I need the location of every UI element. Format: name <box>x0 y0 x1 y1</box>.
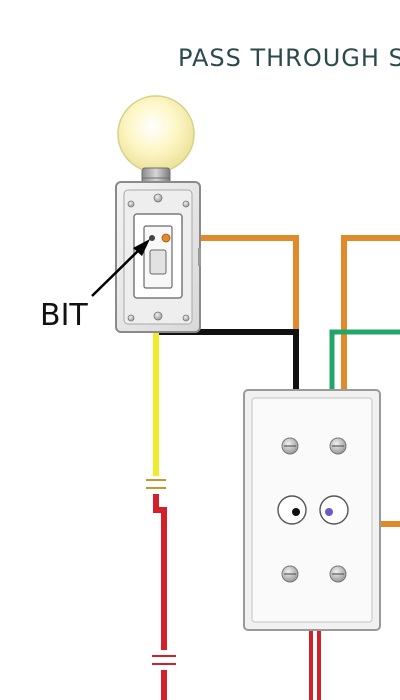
orange-wire-right-upper <box>341 235 400 394</box>
diagram-title: PASS THROUGH S <box>178 44 400 72</box>
wire-splice-icon <box>152 655 176 665</box>
wire-splice-icon <box>146 479 166 489</box>
receptacle-outlet-icon <box>243 389 381 631</box>
green-wire <box>329 329 400 390</box>
callout-label: BIT <box>40 298 88 333</box>
arrow-icon <box>91 239 150 297</box>
red-wire <box>153 494 167 650</box>
toggle-switch-icon <box>115 181 201 333</box>
